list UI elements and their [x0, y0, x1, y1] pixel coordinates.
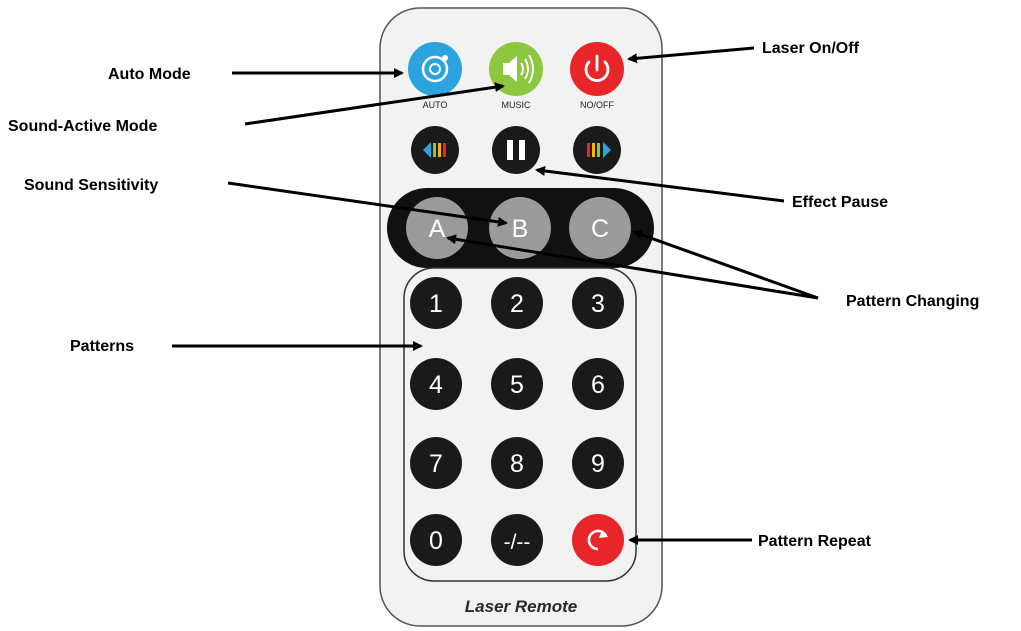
pause-icon [507, 140, 525, 160]
callout-effect-pause: Effect Pause [792, 194, 888, 211]
button-7[interactable]: 7 [410, 437, 462, 489]
button-a[interactable]: A [406, 197, 468, 259]
callout-laser-on-off: Laser On/Off [762, 40, 860, 57]
button-4[interactable]: 4 [410, 358, 462, 410]
repeat-icon [587, 529, 608, 551]
button-6[interactable]: 6 [572, 358, 624, 410]
arrow-pattern-changing-a [446, 234, 819, 300]
button-4-label: 4 [429, 371, 443, 399]
button-3-label: 3 [591, 290, 605, 318]
left-arrow-color-bars-icon [423, 142, 446, 158]
button-dash-label: -/-- [504, 531, 531, 554]
arrow-effect-pause [535, 166, 785, 203]
button-6-label: 6 [591, 371, 605, 399]
callout-pattern-repeat: Pattern Repeat [758, 533, 872, 550]
button-c[interactable]: C [569, 197, 631, 259]
arrow-laser-on-off [627, 46, 755, 64]
remote-footer-label: Laser Remote [465, 597, 577, 616]
auto-label: AUTO [423, 100, 448, 110]
button-9[interactable]: 9 [572, 437, 624, 489]
repeat-button[interactable] [572, 514, 624, 566]
power-label: NO/OFF [580, 100, 614, 110]
speaker-icon [503, 54, 534, 84]
button-2[interactable]: 2 [491, 277, 543, 329]
button-1[interactable]: 1 [410, 277, 462, 329]
pause-button[interactable] [492, 126, 540, 174]
arrow-sound-sensitivity [227, 181, 508, 227]
button-9-label: 9 [591, 450, 605, 478]
button-b-label: B [512, 215, 529, 243]
next-effect-button[interactable] [573, 126, 621, 174]
prev-effect-button[interactable] [411, 126, 459, 174]
button-8-label: 8 [510, 450, 524, 478]
arrow-pattern-changing-c [632, 229, 819, 300]
power-icon [584, 54, 610, 82]
power-button[interactable] [570, 42, 624, 96]
callout-pattern-changing: Pattern Changing [846, 293, 979, 310]
button-c-label: C [591, 215, 609, 243]
auto-mode-icon [421, 55, 449, 83]
right-arrow-color-bars-icon [587, 142, 611, 158]
arrow-sound-active-mode [244, 82, 505, 126]
callout-patterns: Patterns [70, 338, 134, 355]
button-3[interactable]: 3 [572, 277, 624, 329]
callout-sound-sensitivity: Sound Sensitivity [24, 177, 158, 194]
button-1-label: 1 [429, 290, 443, 318]
button-dash[interactable]: -/-- [491, 514, 543, 566]
callout-sound-active-mode: Sound-Active Mode [8, 118, 157, 135]
button-0[interactable]: 0 [410, 514, 462, 566]
button-0-label: 0 [429, 527, 443, 555]
button-5[interactable]: 5 [491, 358, 543, 410]
auto-button[interactable] [408, 42, 462, 96]
number-pad-panel [403, 267, 637, 582]
button-5-label: 5 [510, 371, 524, 399]
button-b[interactable]: B [489, 197, 551, 259]
button-7-label: 7 [429, 450, 443, 478]
button-a-label: A [429, 215, 446, 243]
button-8[interactable]: 8 [491, 437, 543, 489]
callout-auto-mode: Auto Mode [108, 66, 191, 83]
music-label: MUSIC [502, 100, 532, 110]
button-2-label: 2 [510, 290, 524, 318]
